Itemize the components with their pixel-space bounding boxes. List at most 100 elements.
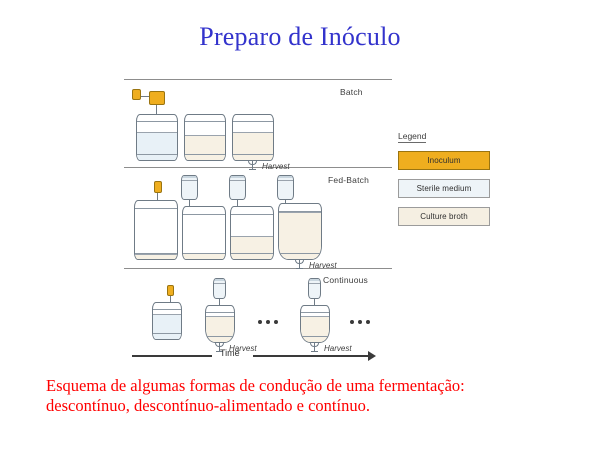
tank-headline bbox=[206, 312, 234, 313]
fill-level-rule bbox=[153, 313, 181, 315]
harvest-label-continuous-3: Harvest bbox=[324, 344, 352, 353]
tank-fill-culture-broth bbox=[279, 212, 321, 259]
tank-fill-culture-broth bbox=[206, 316, 234, 342]
batch-tank-1 bbox=[136, 114, 178, 161]
tank-headline bbox=[153, 309, 181, 310]
harvest-label-fedbatch: Harvest bbox=[309, 261, 337, 270]
inoculum-downpipe-fedbatch bbox=[157, 193, 158, 200]
tank-fill-culture-broth bbox=[233, 132, 273, 160]
inoculum-flask-small bbox=[132, 89, 141, 100]
tank-headline bbox=[185, 121, 225, 122]
ellipsis-continuous-1 bbox=[258, 320, 278, 324]
valve-stem bbox=[299, 260, 300, 269]
time-axis-arrowhead bbox=[368, 351, 376, 361]
caption-line-1: Esquema de algumas formas de condução de… bbox=[46, 376, 465, 395]
continuous-tank-2 bbox=[205, 305, 235, 343]
legend-item-inoculum: Inoculum bbox=[398, 151, 490, 170]
feed-pipe-continuous-2 bbox=[219, 299, 220, 305]
bottle-cap bbox=[182, 176, 197, 178]
fill-level-rule bbox=[279, 212, 321, 214]
harvest-valve-fedbatch bbox=[295, 260, 304, 269]
valve-stem bbox=[219, 343, 220, 352]
valve-foot bbox=[249, 169, 256, 170]
bottle-headline bbox=[214, 283, 225, 284]
harvest-valve-continuous-3 bbox=[310, 343, 319, 352]
tank-base-rule bbox=[233, 154, 273, 155]
bottle-cap bbox=[214, 279, 225, 281]
ellipsis-continuous-2 bbox=[350, 320, 370, 324]
fedbatch-tank-3 bbox=[230, 206, 274, 260]
inoculum-downpipe-batch bbox=[156, 105, 157, 114]
tank-base-rule bbox=[231, 253, 273, 254]
valve-foot bbox=[311, 351, 318, 352]
tank-headline bbox=[233, 121, 273, 122]
harvest-label-continuous-2: Harvest bbox=[229, 344, 257, 353]
fermentation-diagram: Batch Fed-Batch Continuous Harvest bbox=[118, 75, 518, 365]
valve-stem bbox=[252, 161, 253, 170]
tank-fill-culture-broth bbox=[231, 235, 273, 259]
fill-level-rule bbox=[233, 132, 273, 134]
harvest-valve-batch bbox=[248, 161, 257, 170]
feed-pipe-fedbatch-3 bbox=[237, 200, 238, 207]
continuous-tank-3 bbox=[300, 305, 330, 343]
fill-level-rule bbox=[137, 132, 177, 134]
tank-base-rule bbox=[301, 336, 329, 337]
bottle-cap bbox=[230, 176, 245, 178]
time-axis-segment-right bbox=[253, 355, 369, 357]
tank-base-rule bbox=[206, 336, 234, 337]
tank-headline bbox=[279, 211, 321, 212]
tank-headline bbox=[231, 214, 273, 215]
caption: Esquema de algumas formas de condução de… bbox=[46, 376, 566, 416]
fill-level-rule bbox=[135, 254, 177, 256]
time-axis-label: Time bbox=[220, 348, 240, 358]
valve-stem bbox=[314, 343, 315, 352]
inoculum-connector-pipe bbox=[141, 96, 149, 97]
fedbatch-tank-4 bbox=[278, 203, 322, 260]
tank-base-rule bbox=[183, 253, 225, 254]
fill-level-rule bbox=[185, 135, 225, 137]
inoculum-downpipe-continuous bbox=[170, 296, 171, 302]
tank-fill-culture-broth bbox=[185, 135, 225, 160]
band-divider-top bbox=[124, 79, 392, 80]
tank-base-rule bbox=[153, 333, 181, 334]
fedbatch-tank-1 bbox=[134, 200, 178, 260]
feed-bottle-fedbatch-4 bbox=[277, 175, 294, 200]
legend: Legend Inoculum Sterile medium Culture b… bbox=[398, 126, 494, 235]
legend-item-sterile-medium: Sterile medium bbox=[398, 179, 490, 198]
batch-tank-3 bbox=[232, 114, 274, 161]
tank-headline bbox=[301, 312, 329, 313]
page-title: Preparo de Inóculo bbox=[199, 22, 401, 51]
fill-level-rule bbox=[301, 316, 329, 318]
harvest-valve-continuous-2 bbox=[215, 343, 224, 352]
feed-bottle-fedbatch-3 bbox=[229, 175, 246, 200]
feed-pipe-continuous-3 bbox=[314, 299, 315, 305]
harvest-label-batch: Harvest bbox=[262, 162, 290, 171]
feed-bottle-fedbatch-2 bbox=[181, 175, 198, 200]
legend-item-label: Culture broth bbox=[420, 212, 468, 221]
batch-tank-2 bbox=[184, 114, 226, 161]
band-divider-batch-fedbatch bbox=[124, 167, 392, 168]
feed-pipe-fedbatch-2 bbox=[189, 200, 190, 207]
band-divider-fedbatch-continuous bbox=[124, 268, 392, 269]
bottle-headline bbox=[278, 180, 293, 181]
valve-foot bbox=[216, 351, 223, 352]
tank-fill-sterile-medium bbox=[153, 313, 181, 339]
time-axis: Time bbox=[118, 347, 398, 365]
tank-base-rule bbox=[137, 154, 177, 155]
band-label-fed-batch: Fed-Batch bbox=[328, 175, 370, 185]
inoculum-vessel-fedbatch bbox=[154, 181, 162, 193]
tank-fill-culture-broth bbox=[301, 316, 329, 342]
tank-headline bbox=[137, 121, 177, 122]
valve-foot bbox=[296, 268, 303, 269]
tank-base-rule bbox=[279, 253, 321, 254]
fedbatch-tank-2 bbox=[182, 206, 226, 260]
tank-fill-culture-broth bbox=[135, 254, 177, 259]
bottle-cap bbox=[278, 176, 293, 178]
fill-level-rule bbox=[206, 316, 234, 318]
caption-line-2: descontínuo, descontínuo-alimentado e co… bbox=[46, 396, 370, 415]
bottle-headline bbox=[182, 180, 197, 181]
tank-base-rule bbox=[135, 253, 177, 254]
fill-level-rule bbox=[231, 235, 273, 237]
feed-bottle-continuous-3 bbox=[308, 278, 321, 299]
bottle-headline bbox=[230, 180, 245, 181]
